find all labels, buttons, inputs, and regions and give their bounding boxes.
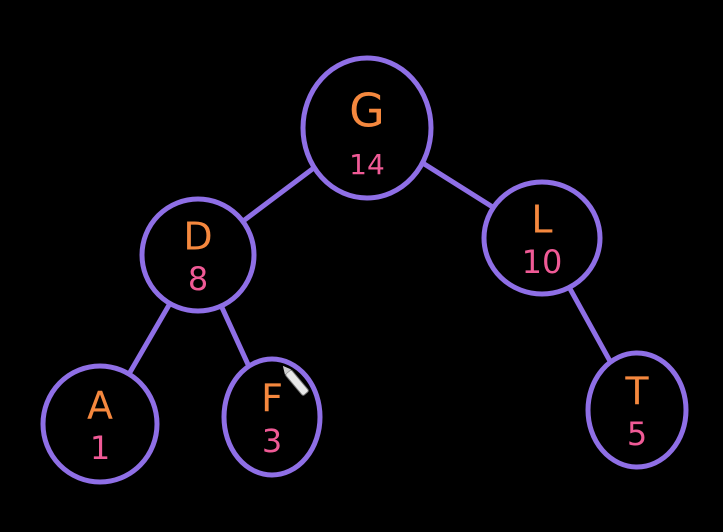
- tree-node-t: T5: [585, 350, 689, 470]
- tree-node-d: D8: [139, 196, 257, 314]
- node-label: D: [183, 215, 212, 259]
- tree-edges: [126, 160, 614, 377]
- node-value: 8: [188, 260, 208, 298]
- node-value: 14: [349, 148, 385, 181]
- node-label: L: [531, 198, 552, 242]
- node-circle: [585, 350, 689, 470]
- node-value: 3: [262, 422, 282, 460]
- edge-d-a: [126, 300, 173, 377]
- tree-node-g: G 14: [300, 55, 434, 201]
- edge-l-t: [566, 284, 614, 365]
- node-circle: [139, 196, 257, 314]
- node-circle: [481, 179, 603, 297]
- node-value: 1: [90, 429, 110, 467]
- tree-node-f: F3: [221, 356, 323, 478]
- node-circle: [300, 55, 434, 201]
- edge-g-d: [240, 165, 317, 224]
- node-value: 5: [627, 415, 647, 453]
- node-label: G: [349, 84, 385, 138]
- edge-g-l: [419, 160, 496, 210]
- tree-node-a: A1: [40, 363, 160, 485]
- edge-d-f: [218, 303, 252, 369]
- node-circle: [40, 363, 160, 485]
- pen-cursor-icon: [282, 365, 309, 396]
- node-label: F: [261, 377, 283, 421]
- node-label: A: [87, 384, 113, 428]
- node-value: 10: [522, 243, 563, 281]
- tree-node-l: L10: [481, 179, 603, 297]
- node-label: T: [624, 370, 649, 414]
